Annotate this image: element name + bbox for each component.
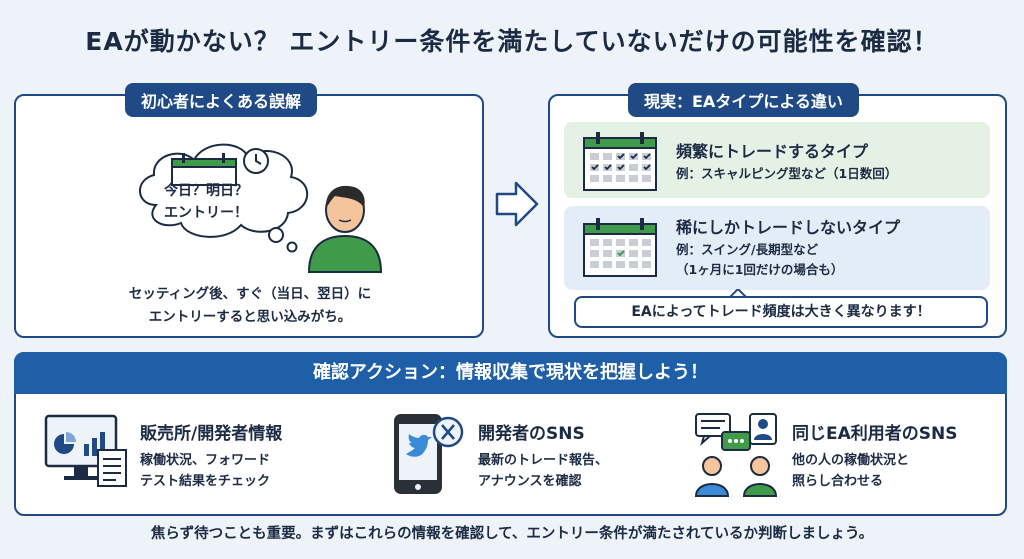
calendar-single-check-icon [583,218,657,277]
source-users-sns-desc-2: 照らし合わせる [792,474,884,489]
source-developer-sns-desc-2: アナウンスを確認 [478,474,582,489]
monitor-report-icon [44,414,127,487]
smartphone-sns-icon [394,414,464,494]
person-icon [307,185,383,273]
source-users-sns-desc-1: 他の人の稼働状況と [792,453,910,468]
frequent-type-desc: 例：スキャルピング型など（1日数回） [676,166,898,181]
action-heading: 確認アクション：情報収集で現状を把握しよう！ [14,352,1007,394]
rare-type-title: 稀にしかトレードしないタイプ [676,218,901,237]
thought-line-2: エントリー！ [164,205,248,221]
reality-heading: 現実：EAタイプによる違い [628,83,859,117]
rare-type-desc-2: （1ヶ月に1回だけの場合も） [676,262,844,277]
frequent-type-title: 頻繁にトレードするタイプ [676,142,869,161]
calendar-clock-icon [171,148,269,186]
arrow-right-icon [495,181,539,227]
rare-type-desc-1: 例：スイング/長期型など [676,242,819,257]
caption-line-1: セッティング後、すぐ（当日、翌日）に [128,286,372,302]
source-vendor-desc-2: テスト結果をチェック [140,474,271,489]
users-chat-icon [694,413,778,497]
misconception-caption: セッティング後、すぐ（当日、翌日）に エントリーすると思い込みがち。 [60,283,440,329]
source-vendor-desc-1: 稼働状況、フォワード [140,453,271,468]
frequency-note: EAによってトレード頻度は大きく異なります！ [574,296,988,328]
source-users-sns-title: 同じEA利用者のSNS [792,424,958,444]
calendar-many-checks-icon [583,132,657,191]
footer-advice: 焦らず待つことも重要。まずはこれらの情報を確認して、エントリー条件が満たされてい… [150,526,874,542]
thought-text: 今日？明日？ エントリー！ [164,180,248,224]
source-developer-sns-title: 開発者のSNS [478,424,585,444]
page-title: EAが動かない？ エントリー条件を満たしていないだけの可能性を確認！ [85,27,939,56]
source-developer-sns-desc-1: 最新のトレード報告、 [478,453,609,468]
thought-line-1: 今日？明日？ [164,183,248,199]
source-vendor-title: 販売所/開発者情報 [140,424,283,444]
misconception-heading: 初心者によくある誤解 [125,83,318,117]
caption-line-2: エントリーすると思い込みがち。 [148,309,352,325]
